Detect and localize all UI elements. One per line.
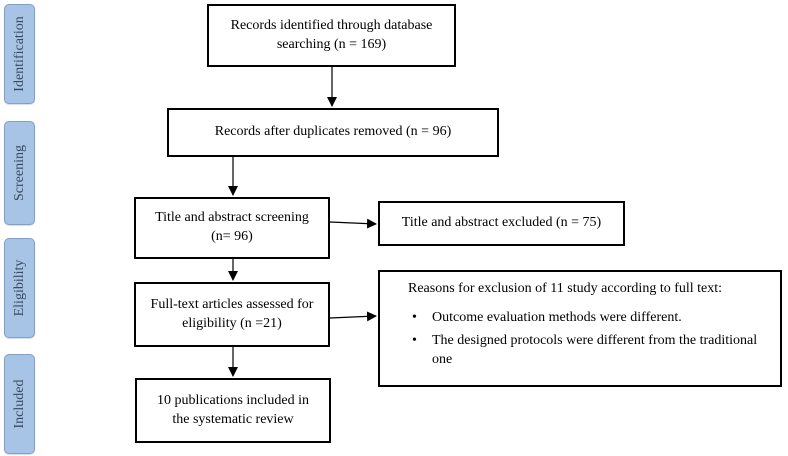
- box-fulltext-assessed: Full-text articles assessed for eligibil…: [134, 282, 330, 347]
- phase-eligibility: Eligibility: [4, 238, 35, 338]
- box-duplicates-removed: Records after duplicates removed (n = 96…: [167, 108, 499, 157]
- title-abstract-screening-text: Title and abstract screening (n= 96): [155, 210, 309, 244]
- bullet-icon: •: [412, 332, 417, 348]
- exclusion-reason-text: Outcome evaluation methods were differen…: [432, 309, 682, 325]
- exclusion-reason-item: • Outcome evaluation methods were differ…: [408, 309, 760, 328]
- exclusion-reason-text: The designed protocols were different fr…: [432, 332, 758, 367]
- fulltext-assessed-text: Full-text articles assessed for eligibil…: [150, 296, 314, 331]
- box-included: 10 publications included in the systemat…: [135, 378, 331, 443]
- exclusion-reason-item: • The designed protocols were different …: [408, 332, 760, 370]
- duplicates-removed-text: Records after duplicates removed (n = 96…: [214, 124, 452, 140]
- bullet-icon: •: [412, 309, 417, 325]
- phase-identification: Identification: [4, 4, 35, 104]
- arrow-fulltext-to-reasons: [329, 311, 377, 322]
- box-records-identified: Records identified through database sear…: [207, 4, 456, 67]
- box-title-abstract-screening: Title and abstract screening (n= 96): [134, 197, 330, 259]
- box-exclusion-reasons: Reasons for exclusion of 11 study accord…: [378, 270, 782, 387]
- included-text: 10 publications included in the systemat…: [156, 392, 310, 427]
- exclusion-reason-list: • Outcome evaluation methods were differ…: [408, 309, 760, 370]
- phase-screening: Screening: [4, 121, 35, 225]
- title-abstract-excluded-text: Title and abstract excluded (n = 75): [401, 215, 602, 231]
- arrow-screening-to-excluded: [329, 218, 377, 229]
- exclusion-heading: Reasons for exclusion of 11 study accord…: [408, 281, 723, 296]
- phase-included: Included: [4, 354, 35, 454]
- records-identified-text: Records identified through database sear…: [230, 17, 433, 52]
- box-title-abstract-excluded: Title and abstract excluded (n = 75): [378, 201, 625, 246]
